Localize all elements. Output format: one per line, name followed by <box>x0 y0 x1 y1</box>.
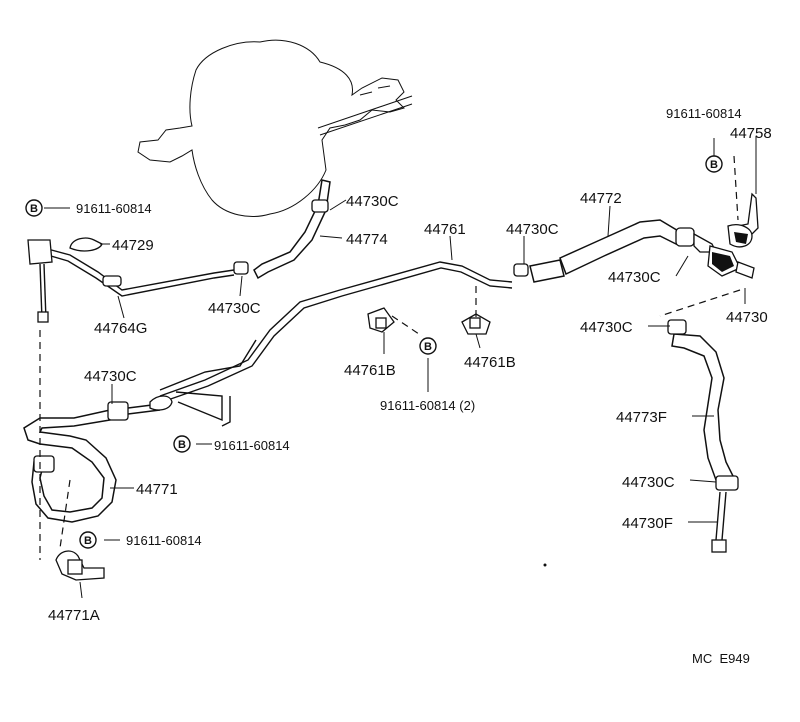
svg-text:B: B <box>178 439 186 451</box>
label-bolt-center: 91611-60814 (2) <box>380 398 475 413</box>
pipe-44764g <box>27 239 235 323</box>
stray-dot <box>543 563 547 567</box>
hose-section-44730c-c <box>513 259 565 283</box>
hose-44773f <box>667 319 739 491</box>
label-44761b-left: 44761B <box>344 362 396 379</box>
hose-44771 <box>23 395 173 523</box>
label-44771: 44771 <box>136 481 178 498</box>
label-44729: 44729 <box>112 237 154 254</box>
label-44730: 44730 <box>726 309 768 326</box>
clamp-44761b-left <box>367 307 395 333</box>
bolt-symbol-bottom-left: B <box>79 531 97 549</box>
label-44730c-g: 44730C <box>622 474 675 491</box>
bolt-symbol-center: B <box>419 337 437 355</box>
label-44773f: 44773F <box>616 409 667 426</box>
clip-44729 <box>69 237 103 252</box>
label-44730c-e: 44730C <box>580 319 633 336</box>
clamp-44761b-right <box>461 313 491 335</box>
bracket-44771a <box>55 550 105 581</box>
label-44774: 44774 <box>346 231 388 248</box>
label-44758: 44758 <box>730 125 772 142</box>
label-44730c-c: 44730C <box>506 221 559 238</box>
brake-booster-outline <box>137 39 413 217</box>
svg-text:B: B <box>710 159 718 171</box>
svg-text:B: B <box>424 341 432 353</box>
svg-text:B: B <box>84 535 92 547</box>
label-44730f: 44730F <box>622 515 673 532</box>
bolt-symbol-mid-left: B <box>173 435 191 453</box>
label-44730c-b: 44730C <box>346 193 399 210</box>
pipe-44730f <box>711 491 727 553</box>
label-44771a: 44771A <box>48 607 100 624</box>
hose-clamp-44730c-a <box>233 261 249 275</box>
label-bolt-bottom-left: 91611-60814 <box>126 533 202 548</box>
hose-clamp-top <box>311 199 329 213</box>
svg-text:B: B <box>30 203 38 215</box>
label-bolt-mid-left: 91611-60814 <box>214 438 290 453</box>
label-44761b-right: 44761B <box>464 354 516 371</box>
bracket-44758 <box>727 192 759 248</box>
guide-lines <box>39 155 741 560</box>
bolt-symbol-top-right: B <box>705 155 723 173</box>
label-44730c-a: 44730C <box>208 300 261 317</box>
label-44764g: 44764G <box>94 320 147 337</box>
hose-44774 <box>233 179 331 280</box>
label-44761: 44761 <box>424 221 466 238</box>
bolt-symbol-top-left: B <box>25 199 43 217</box>
junction-bracket <box>175 391 231 427</box>
leader-lines <box>44 136 757 599</box>
label-bolt-top-left: 91611-60814 <box>76 201 152 216</box>
pipe-44761 <box>159 261 513 403</box>
diagram-code: MC E949 <box>692 651 750 666</box>
check-valve-44730 <box>707 245 755 279</box>
label-44730c-f: 44730C <box>84 368 137 385</box>
label-44730c-d: 44730C <box>608 269 661 286</box>
hose-44772 <box>559 219 718 276</box>
label-44772: 44772 <box>580 190 622 207</box>
label-bolt-top-right: 91611-60814 <box>666 106 742 121</box>
